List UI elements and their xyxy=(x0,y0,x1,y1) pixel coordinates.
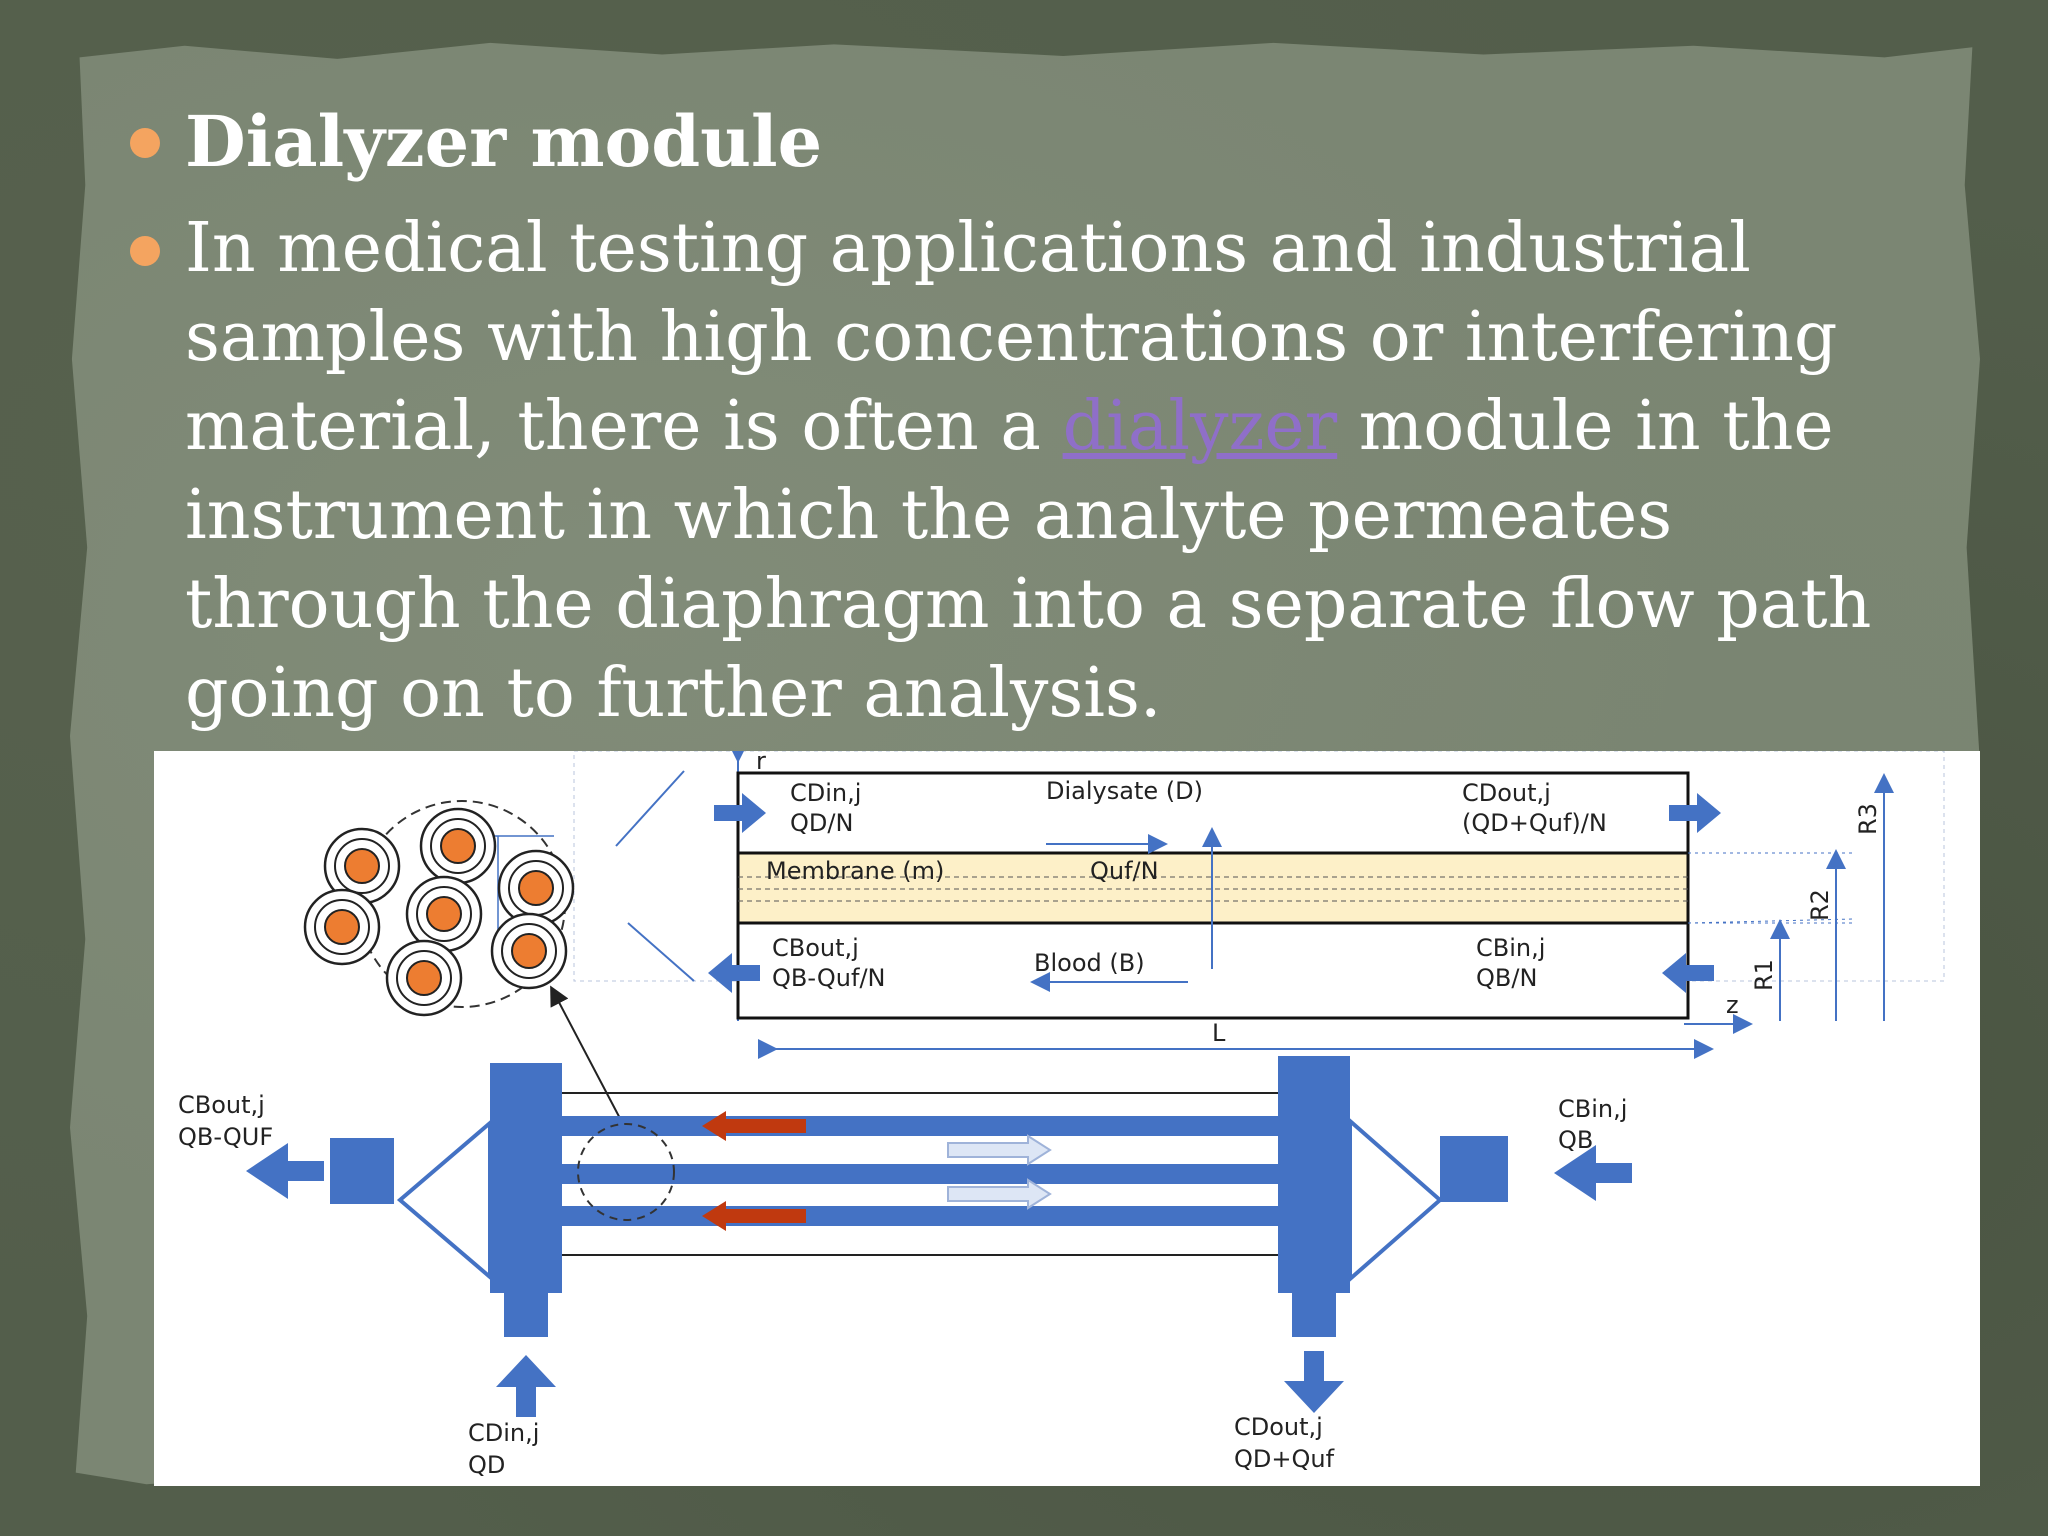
label-cbin-right: CBin,j xyxy=(1558,1095,1627,1123)
label-qd-n: QD/N xyxy=(790,809,853,837)
label-qb-quf-n: QB-Quf/N xyxy=(772,964,885,992)
label-qd-quf-bottom: QD+Quf xyxy=(1234,1445,1335,1473)
right-tube-sheet xyxy=(1278,1056,1350,1293)
dialysate-inlet-arrow-icon xyxy=(714,793,766,833)
bottom-right-port xyxy=(1292,1293,1336,1337)
label-cbin-top: CBin,j xyxy=(1476,934,1545,962)
dialysate-flow-light-arrow-icon xyxy=(947,1134,1052,1166)
bullet-dot-icon xyxy=(130,128,160,158)
hollow-fiber xyxy=(490,912,568,990)
r-axis-label: r xyxy=(756,751,766,775)
dialyzer-body: CBout,j QB-QUF CBin,j QB CDin,j QD CDout… xyxy=(178,1056,1632,1479)
label-qb-right: QB xyxy=(1558,1126,1593,1154)
right-port xyxy=(1440,1136,1508,1202)
label-cdout-top: CDout,j xyxy=(1462,779,1551,807)
hollow-fiber xyxy=(497,849,575,927)
label-membrane: Membrane (m) xyxy=(766,857,944,885)
left-port xyxy=(330,1138,394,1204)
hollow-fiber xyxy=(419,807,497,885)
label-qd-quf-n: (QD+Quf)/N xyxy=(1462,809,1607,837)
blood-flow-red-arrow-icon xyxy=(702,1201,806,1231)
fiber-tube-3 xyxy=(562,1206,1278,1226)
length-label: L xyxy=(1212,1019,1226,1047)
paragraph-text-after: module in the instrument in which the an… xyxy=(185,387,1872,733)
hollow-fiber xyxy=(323,827,401,905)
right-header-cone xyxy=(1348,1116,1444,1284)
dialysate-outlet-arrow-icon xyxy=(1669,793,1721,833)
label-cdout-bottom: CDout,j xyxy=(1234,1413,1323,1441)
zoom-line-bottom xyxy=(627,922,695,982)
r3-label: R3 xyxy=(1854,803,1882,835)
blood-outlet-arrow-icon xyxy=(708,953,760,993)
blood-in-arrow-icon xyxy=(1554,1145,1632,1201)
label-qb-quf-left: QB-QUF xyxy=(178,1123,273,1151)
paragraph-text-before: In medical testing applications and indu… xyxy=(185,209,1838,466)
label-cbout-left: CBout,j xyxy=(178,1091,265,1119)
zoom-line-top xyxy=(615,770,685,847)
hollow-fiber xyxy=(405,875,483,953)
heading-bullet: Dialyzer module xyxy=(125,100,1945,184)
dialyzer-diagram: r CDin,j QD/N Dialysate (D) CDout,j (QD+… xyxy=(154,751,1980,1486)
label-blood: Blood (B) xyxy=(1034,949,1145,977)
left-header-cone xyxy=(396,1118,492,1282)
blood-flow-red-arrow-icon xyxy=(702,1111,806,1141)
membrane-detail-schematic: r CDin,j QD/N Dialysate (D) CDout,j (QD+… xyxy=(573,751,1945,1059)
r1-label: R1 xyxy=(1750,959,1778,991)
dialysate-in-arrow-icon xyxy=(496,1355,556,1417)
fiber-tube-1 xyxy=(562,1116,1278,1136)
paragraph-bullet: In medical testing applications and indu… xyxy=(125,204,1945,738)
r2-label: R2 xyxy=(1806,889,1834,921)
blood-inlet-arrow-icon xyxy=(1662,953,1714,993)
blood-out-arrow-icon xyxy=(246,1143,324,1199)
cross-section-pointer xyxy=(550,985,625,1127)
hollow-fiber xyxy=(385,939,463,1017)
label-qd-bottom: QD xyxy=(468,1451,505,1479)
bullet-dot-icon xyxy=(130,236,160,266)
bottom-left-port xyxy=(504,1293,548,1337)
label-cdin-bottom: CDin,j xyxy=(468,1419,539,1447)
label-cbout-top: CBout,j xyxy=(772,934,859,962)
dialysate-out-arrow-icon xyxy=(1284,1351,1344,1413)
detail-callout-circle xyxy=(577,1123,675,1221)
label-quf-n: Quf/N xyxy=(1090,857,1159,885)
label-dialysate: Dialysate (D) xyxy=(1046,777,1203,805)
left-tube-sheet xyxy=(490,1063,562,1293)
fiber-bundle-cross-section xyxy=(303,770,695,1127)
dialyzer-diagram-svg: r CDin,j QD/N Dialysate (D) CDout,j (QD+… xyxy=(178,751,1945,1479)
slide-heading: Dialyzer module xyxy=(185,100,823,183)
label-qb-n: QB/N xyxy=(1476,964,1537,992)
hollow-fiber xyxy=(303,888,381,966)
z-axis-label: z xyxy=(1726,991,1739,1019)
dialyzer-link[interactable]: dialyzer xyxy=(1062,387,1338,466)
fiber-tube-2 xyxy=(562,1164,1278,1184)
label-cdin-top: CDin,j xyxy=(790,779,861,807)
dialysate-flow-light-arrow-icon xyxy=(947,1178,1052,1210)
bullet-list: Dialyzer module In medical testing appli… xyxy=(125,100,1945,738)
